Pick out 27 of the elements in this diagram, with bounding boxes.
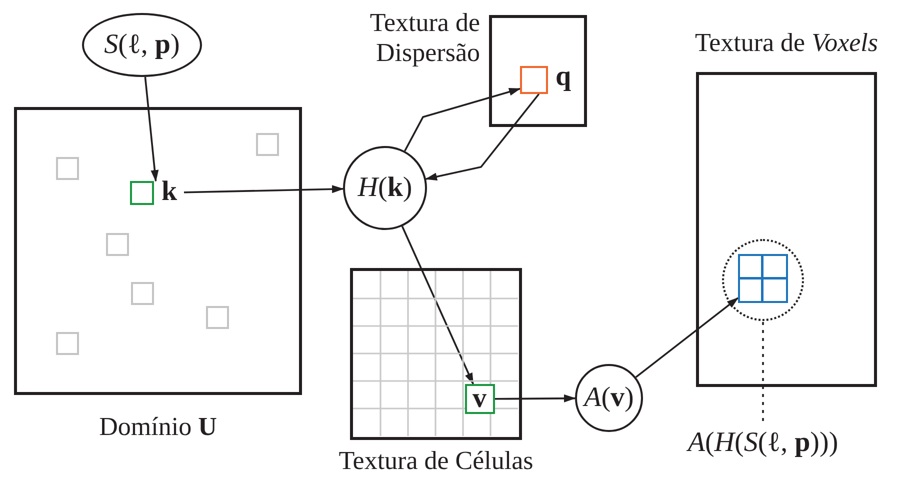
arrow bbox=[404, 88, 521, 152]
cell-square bbox=[56, 156, 78, 180]
panel-title: Domínio U bbox=[98, 412, 218, 442]
function-node: A(v) bbox=[575, 364, 643, 432]
cell-square bbox=[206, 306, 228, 328]
voxel-block-grid bbox=[738, 254, 788, 302]
arrow bbox=[184, 185, 344, 194]
panel-title: Textura de Células bbox=[338, 446, 534, 476]
arrow bbox=[144, 76, 159, 182]
formula-label: A(H(S(ℓ, p))) bbox=[666, 421, 860, 465]
panel-title: Textura de Dispersão bbox=[368, 8, 480, 68]
highlighted-cell: v bbox=[464, 384, 494, 414]
vector-label: k bbox=[162, 176, 178, 206]
panel-title: Textura de Voxels bbox=[694, 28, 879, 58]
highlight-circle bbox=[722, 238, 804, 320]
cell-square bbox=[256, 132, 278, 156]
vector-label: q bbox=[556, 62, 572, 92]
cell-square bbox=[106, 232, 128, 256]
cell-square bbox=[56, 332, 78, 354]
arrow bbox=[401, 226, 474, 385]
leader-line bbox=[762, 321, 764, 421]
arrow bbox=[495, 394, 576, 402]
cell-square bbox=[130, 282, 154, 304]
arrow bbox=[425, 93, 540, 181]
function-node: H(k) bbox=[343, 146, 427, 230]
arrow bbox=[635, 297, 739, 378]
function-node: S(ℓ, p) bbox=[82, 13, 202, 77]
